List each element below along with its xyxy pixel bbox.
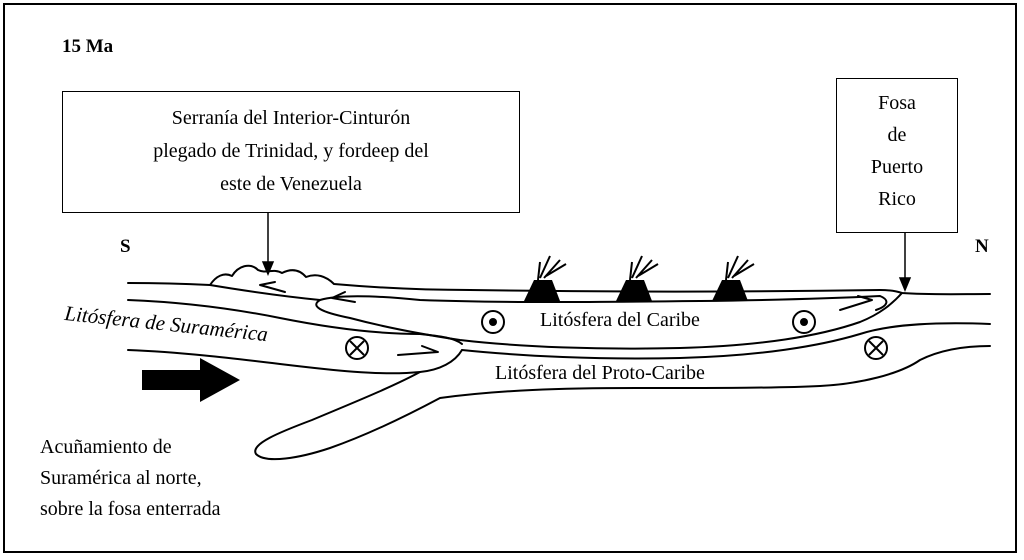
cross-in-circle-icon <box>864 336 888 360</box>
wedge-note-line-1: Acuñamiento de <box>40 436 172 458</box>
caribe-top <box>319 295 888 311</box>
fold-belt-base <box>209 284 321 301</box>
serrania-line-1: Serranía del Interior-Cinturón <box>171 107 411 129</box>
fosa-line-1: Fosa <box>878 92 916 114</box>
serrania-line-3: este de Venezuela <box>220 173 362 195</box>
dot-in-circle-icon <box>481 310 505 334</box>
cross-in-circle-icon <box>345 336 369 360</box>
fosa-line-4: Rico <box>878 188 916 210</box>
proto-caribe-bottom <box>254 345 991 461</box>
fosa-line-3: Puerto <box>870 156 924 178</box>
suramerica-slab-top <box>127 299 463 345</box>
serrania-line-2: plegado de Trinidad, y fordeep del <box>153 140 429 162</box>
motion-arrow-icon <box>142 358 240 402</box>
suramerica-slab-bottom <box>127 349 463 375</box>
caribe-bottom <box>315 292 903 350</box>
proto-caribe-top <box>461 322 991 360</box>
volcano-icon <box>616 255 659 301</box>
dot-in-circle-icon <box>792 310 816 334</box>
slip-arrow-4 <box>839 295 873 311</box>
wedge-note-line-2: Suramérica al norte, <box>40 467 202 489</box>
plate-label-proto-caribe: Litósfera del Proto-Caribe <box>495 362 705 384</box>
wedge-note: Acuñamiento de Suramérica al norte, sobr… <box>40 432 220 525</box>
south-america-top-surface <box>127 264 991 296</box>
fosa-callout: Fosa de Puerto Rico <box>836 78 958 233</box>
slip-arrow-1 <box>259 281 286 293</box>
wedge-note-line-3: sobre la fosa enterrada <box>40 498 221 520</box>
south-label: S <box>120 236 131 257</box>
fosa-line-2: de <box>887 124 907 146</box>
slip-arrow-3 <box>397 345 439 356</box>
volcano-icon-group <box>524 255 755 301</box>
volcano-icon <box>524 255 567 301</box>
north-label: N <box>975 236 989 257</box>
volcano-icon <box>712 255 755 301</box>
plate-label-caribe: Litósfera del Caribe <box>540 309 700 331</box>
age-label: 15 Ma <box>62 36 114 57</box>
slip-arrow-2 <box>331 291 356 303</box>
serrania-callout: Serranía del Interior-Cinturón plegado d… <box>62 91 520 213</box>
